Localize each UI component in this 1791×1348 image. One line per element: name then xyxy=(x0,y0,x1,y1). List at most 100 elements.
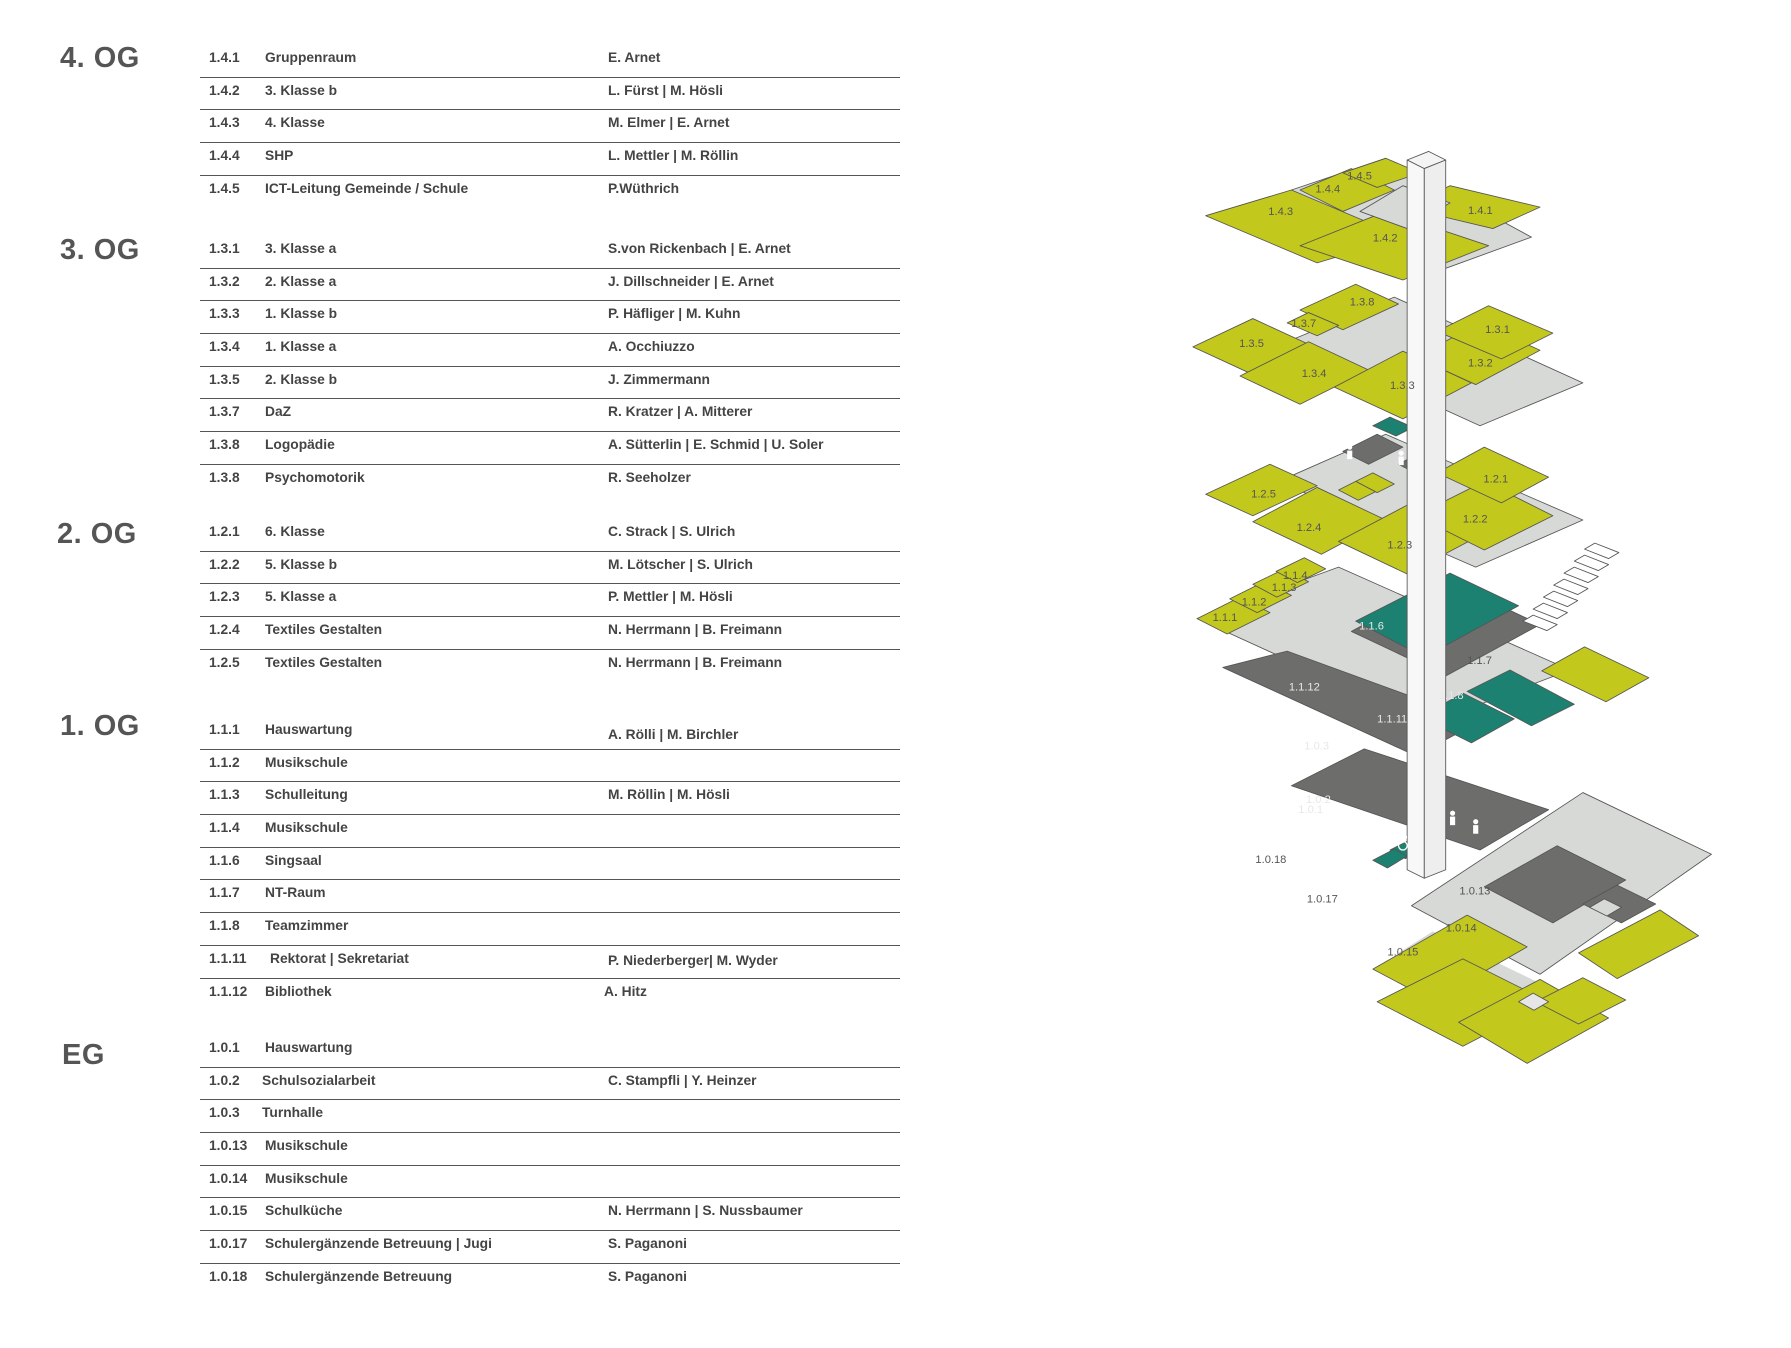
building-floor-diagram: 1.4.5 1.4.4 1.4.3 1.4.1 1.4.2 1.3.8 1.3.… xyxy=(1192,150,1712,1064)
circulation-shaft xyxy=(1406,150,1447,879)
room-staff: S. Paganoni xyxy=(608,1236,687,1252)
room-number: 1.1.4 xyxy=(209,820,240,836)
room-number: 1.1.8 xyxy=(209,918,240,934)
label-1-3-3: 1.3.3 xyxy=(1390,380,1415,392)
person-icon xyxy=(1370,817,1376,832)
room-number: 1.0.17 xyxy=(209,1236,248,1252)
room-staff: S.von Rickenbach | E. Arnet xyxy=(608,241,791,256)
room-number: 1.3.7 xyxy=(209,404,240,420)
room-name: Schulergänzende Betreuung | Jugi xyxy=(265,1236,492,1252)
label-1-0-15: 1.0.15 xyxy=(1387,946,1418,958)
wheelchair-icon xyxy=(1397,834,1408,851)
room-staff: L. Fürst | M. Hösli xyxy=(608,82,724,98)
label-1-1-2: 1.1.2 xyxy=(1242,597,1267,609)
floor-label: 1. OG xyxy=(60,710,140,742)
room-number: 1.3.8 xyxy=(209,437,240,453)
room-number: 1.1.7 xyxy=(209,885,240,901)
room-name: 3. Klasse a xyxy=(265,241,337,256)
exploded-axonometric-diagram: 1.4.5 1.4.4 1.4.3 1.4.1 1.4.2 1.3.8 1.3.… xyxy=(1180,60,1720,1220)
floor-plate-eg xyxy=(1372,792,1712,1064)
room-number: 1.3.2 xyxy=(209,273,240,289)
label-1-1-8: 1.1.8 xyxy=(1439,690,1464,702)
room-name: NT-Raum xyxy=(265,885,326,901)
room-number: 1.3.3 xyxy=(209,306,240,322)
label-1-0-13: 1.0.13 xyxy=(1459,886,1490,898)
label-1-1-7: 1.1.7 xyxy=(1467,655,1492,667)
room-staff: A. Rölli | M. Birchler xyxy=(608,727,739,742)
room-number: 1.3.5 xyxy=(209,371,240,387)
label-1-0-3: 1.0.3 xyxy=(1304,741,1329,753)
room-name: SHP xyxy=(265,148,294,164)
table-row: 1.0.17 Schulergänzende Betreuung | Jugi S.… xyxy=(200,1231,900,1264)
room-number: 1.2.3 xyxy=(209,589,240,605)
label-1-4-4: 1.4.4 xyxy=(1315,184,1340,196)
room-number: 1.4.1 xyxy=(209,50,240,65)
room-staff: J. Dillschneider | E. Arnet xyxy=(608,273,774,289)
room-name: 4. Klasse xyxy=(265,115,325,131)
table-row: 1.1.7 NT-Raum xyxy=(200,880,900,914)
room-number: 1.2.5 xyxy=(209,654,240,670)
room-number: 1.1.2 xyxy=(209,754,240,770)
floor-label: 3. OG xyxy=(60,234,140,266)
table-row: 1.1.4 Musikschule xyxy=(200,815,900,848)
floor-plate-4og xyxy=(1205,157,1541,281)
label-1-0-2: 1.0.2 xyxy=(1306,794,1331,806)
room-number: 1.2.2 xyxy=(209,556,240,572)
floor-plate-3og xyxy=(1192,283,1584,427)
diagram-labels: 1.4.5 1.4.4 1.4.3 1.4.1 1.4.2 1.3.8 1.3.… xyxy=(1213,171,1510,959)
room-number: 1.1.3 xyxy=(209,787,240,803)
floor-label: EG xyxy=(62,1039,105,1071)
room-name: 1. Klasse b xyxy=(265,306,338,322)
room-number: 1.4.2 xyxy=(209,82,240,98)
table-row: 1.3.3 1. Klasse b P. Häfliger | M. Kuhn xyxy=(200,301,900,335)
room-name: Schulküche xyxy=(265,1203,343,1219)
room-staff: P. Niederberger| M. Wyder xyxy=(608,952,778,968)
label-1-2-1: 1.2.1 xyxy=(1483,473,1508,485)
room-name: Schulergänzende Betreuung xyxy=(265,1268,453,1284)
person-icon xyxy=(1473,819,1479,834)
room-number: 1.2.1 xyxy=(209,524,240,539)
floor-label: 2. OG xyxy=(57,518,137,550)
room-name: Textiles Gestalten xyxy=(265,654,383,670)
label-1-1-12: 1.1.12 xyxy=(1289,682,1320,694)
label-1-2-2: 1.2.2 xyxy=(1463,514,1488,526)
room-staff: N. Herrmann | B. Freimann xyxy=(608,622,783,638)
room-name: Musikschule xyxy=(265,820,348,836)
label-1-3-4: 1.3.4 xyxy=(1302,368,1327,380)
room-staff: P. Häfliger | M. Kuhn xyxy=(608,306,741,322)
room-name: 5. Klasse a xyxy=(265,589,337,605)
room-number: 1.0.14 xyxy=(209,1170,248,1186)
label-1-0-17: 1.0.17 xyxy=(1307,893,1338,905)
room-number: 1.3.8 xyxy=(209,469,240,485)
room-number: 1.3.4 xyxy=(209,339,240,355)
room-staff: J. Zimmermann xyxy=(608,371,710,387)
label-1-3-2: 1.3.2 xyxy=(1468,358,1493,370)
label-1-1-1: 1.1.1 xyxy=(1213,612,1238,624)
person-icon xyxy=(1384,824,1390,839)
label-1-4-1: 1.4.1 xyxy=(1468,205,1493,217)
label-1-0-18: 1.0.18 xyxy=(1255,854,1286,866)
label-1-3-8: 1.3.8 xyxy=(1350,297,1375,309)
room-number: 1.0.3 xyxy=(209,1105,240,1121)
label-1-1-4: 1.1.4 xyxy=(1283,570,1308,582)
room-name: Musikschule xyxy=(265,754,348,770)
room-staff: A. Sütterlin | E. Schmid | U. Soler xyxy=(608,437,824,453)
